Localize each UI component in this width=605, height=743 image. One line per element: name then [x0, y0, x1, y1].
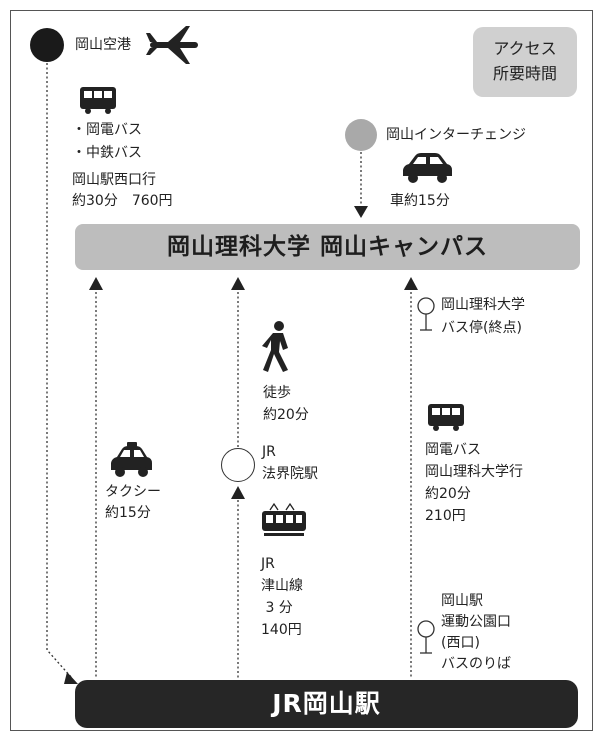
- campus-bus-stop-note: バス停(終点): [441, 320, 522, 336]
- bus-arrowhead: [404, 277, 418, 290]
- interchange-arrowhead: [354, 206, 368, 218]
- train-fare: 140円: [261, 622, 302, 638]
- airport-bus-service-2: ・中鉄バス: [72, 145, 142, 161]
- station-bus-stop-line2: 運動公園口: [441, 614, 511, 630]
- walk-time: 約20分: [263, 407, 309, 423]
- badge-line2: 所要時間: [492, 64, 557, 83]
- station-bus-stop-line4: バスのりば: [441, 656, 511, 672]
- campus-bus-fare: 210円: [425, 508, 466, 524]
- campus-bus-company: 岡電バス: [425, 442, 481, 458]
- airport-bus-service-1: ・岡電バス: [72, 122, 142, 138]
- airport-arrowhead: [64, 672, 78, 684]
- taxi-arrowhead: [89, 277, 103, 290]
- campus-destination: 岡山理科大学 岡山キャンパス: [75, 224, 580, 270]
- taxi-label: タクシー: [105, 484, 161, 500]
- interchange-label: 岡山インターチェンジ: [386, 127, 526, 143]
- jr-okayama-station: JR岡山駅: [75, 680, 578, 728]
- campus-bus-time: 約20分: [425, 486, 471, 502]
- train-arrowhead: [231, 486, 245, 499]
- train-line-jr: JR: [261, 556, 275, 572]
- access-time-badge: アクセス 所要時間: [473, 27, 577, 97]
- interchange-marker: [345, 119, 377, 151]
- badge-line1: アクセス: [493, 39, 557, 58]
- interchange-car-time: 車約15分: [390, 193, 450, 209]
- train-line-name: 津山線: [261, 578, 303, 594]
- houkaiin-line: JR: [262, 444, 276, 460]
- airport-bus-route: 岡山駅西口行: [72, 172, 156, 188]
- station-bus-stop-line3: (西口): [441, 635, 480, 651]
- diagram-frame: [10, 10, 593, 731]
- airport-bus-time-fare: 約30分 760円: [72, 193, 173, 209]
- houkaiin-station-marker: [221, 448, 255, 482]
- taxi-time: 約15分: [105, 505, 151, 521]
- campus-bus-route: 岡山理科大学行: [425, 464, 523, 480]
- houkaiin-station-name: 法界院駅: [262, 466, 318, 482]
- train-time: 3 分: [261, 600, 293, 616]
- station-bus-stop-line1: 岡山駅: [441, 593, 483, 609]
- walk-label: 徒歩: [263, 385, 291, 401]
- airport-marker: [30, 28, 64, 62]
- airport-label: 岡山空港: [75, 37, 131, 53]
- airport-route-line: [46, 63, 73, 679]
- campus-bus-stop-name: 岡山理科大学: [441, 297, 525, 313]
- walk-arrowhead: [231, 277, 245, 290]
